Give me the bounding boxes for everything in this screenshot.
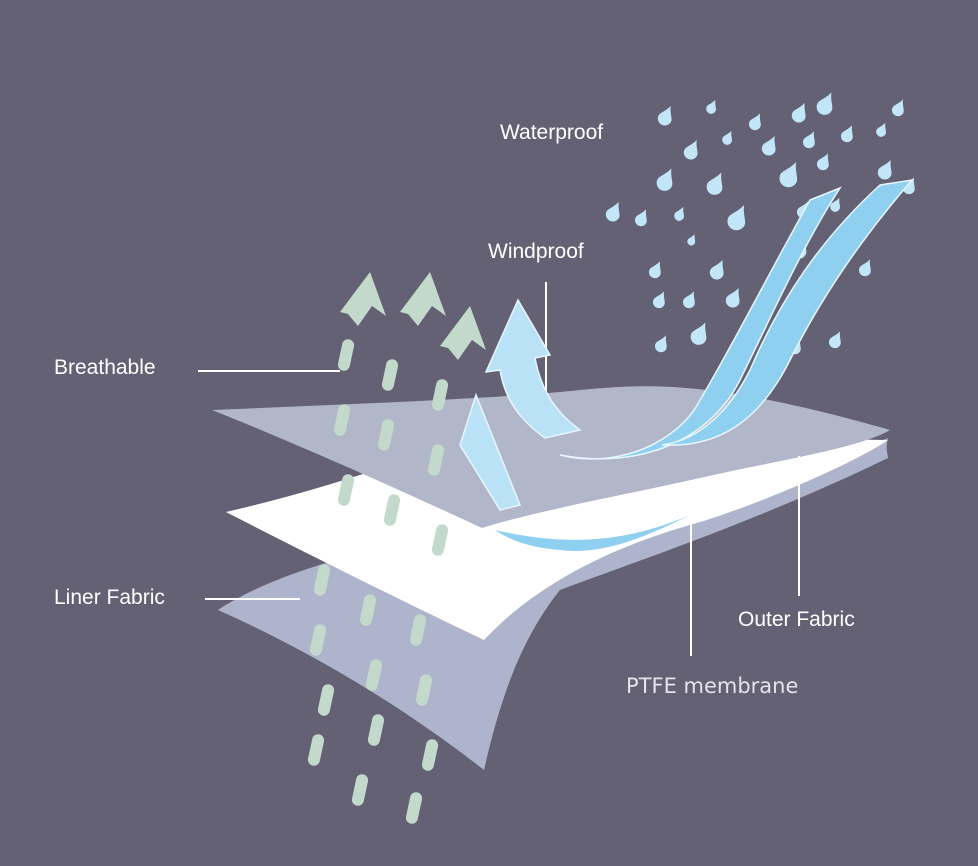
vapor-dash [313, 564, 331, 596]
vapor-dash [377, 419, 395, 451]
waterproof-label: Waterproof [500, 121, 604, 144]
water-drop-icon [605, 201, 620, 222]
wind-stream [559, 186, 842, 460]
water-drop-icon [635, 209, 647, 227]
water-drop-icon [653, 291, 665, 309]
water-drop-icon [683, 139, 698, 160]
vapor-dash [409, 614, 427, 646]
water-drop-icon [791, 102, 806, 123]
leader-lines [198, 282, 800, 656]
water-drop-icon [657, 105, 672, 126]
water-drop-icon [690, 322, 707, 345]
water-drop-icon [803, 131, 815, 149]
vapor-dash [381, 359, 399, 391]
water-drop-icon [761, 135, 776, 156]
ptfe-membrane-label: PTFE membrane [626, 674, 799, 698]
water-drop-icon [706, 99, 716, 114]
water-drop-icon [876, 122, 886, 137]
vapor-arrow-icon [440, 306, 486, 360]
wind-stream [661, 178, 914, 446]
water-drop-icon [841, 125, 853, 143]
liner-fabric-layer [218, 438, 888, 770]
wind-arrow-icon [459, 392, 522, 511]
vapor-arrow-icon [340, 272, 386, 326]
wind-streams [459, 178, 914, 511]
water-drop-icon [674, 206, 684, 221]
liner-fabric-label: Liner Fabric [54, 586, 165, 609]
water-drop-icon [779, 161, 798, 188]
water-drop-icon [655, 335, 667, 353]
vapor-dash [421, 739, 439, 771]
vapor-dash [337, 339, 355, 371]
water-drop-icon [727, 204, 746, 231]
vapor-arrow-icon [400, 272, 446, 326]
vapor-dash [405, 792, 423, 824]
water-drop-icon [877, 159, 892, 180]
water-drop-icon [903, 177, 915, 195]
water-drop-icon [749, 113, 761, 131]
water-drop-icon [706, 172, 723, 195]
water-drop-icon [722, 130, 732, 145]
water-drop-icon [816, 92, 833, 115]
wind-arrow-icon [484, 298, 582, 439]
vapor-dash [431, 524, 449, 556]
water-drop-icon [709, 259, 724, 280]
water-drop-icon [687, 234, 696, 246]
vapor-dash [309, 624, 327, 656]
outer-fabric-label: Outer Fabric [738, 608, 855, 631]
water-drop-icon [892, 99, 904, 117]
vapor-dash [333, 404, 351, 436]
water-drop-icon [830, 197, 840, 212]
vapor-dash [337, 474, 355, 506]
vapor-dash [307, 734, 325, 766]
water-drop-icon [859, 259, 871, 277]
vapor-dash [431, 379, 449, 411]
wind-stream-underside [495, 515, 690, 551]
water-drop-icon [817, 153, 829, 171]
vapor-dash [365, 659, 383, 691]
vapor-dash [367, 714, 385, 746]
windproof-label: Windproof [488, 240, 584, 263]
water-drop-icon [649, 261, 661, 279]
water-drop-icon [829, 331, 841, 349]
vapor-marks [307, 272, 486, 824]
breathable-label: Breathable [54, 356, 156, 379]
vapor-dash [317, 684, 335, 716]
water-drop-icon [725, 287, 740, 308]
vapor-dash [383, 494, 401, 526]
vapor-dash [415, 674, 433, 706]
vapor-dash [351, 774, 369, 806]
water-drop-icon [656, 168, 673, 191]
water-drop-icon [683, 291, 695, 309]
ptfe-membrane-layer [226, 438, 888, 640]
vapor-dash [359, 594, 377, 626]
vapor-dash [427, 444, 445, 476]
